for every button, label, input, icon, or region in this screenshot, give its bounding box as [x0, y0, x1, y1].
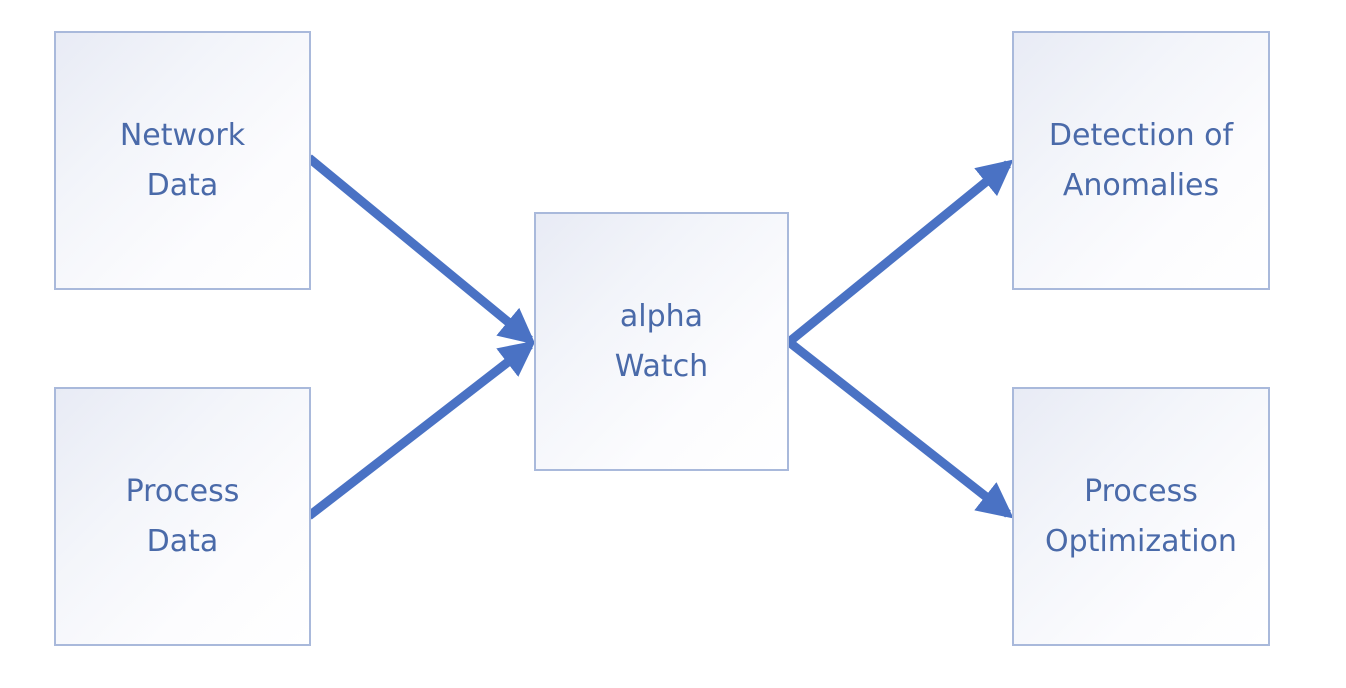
node-alpha-watch-label: alpha Watch — [614, 298, 709, 384]
node-process-optimization-label: Process Optimization — [1045, 473, 1237, 559]
node-alpha-watch: alpha Watch — [534, 212, 789, 471]
node-network-data-label: Network Data — [119, 117, 246, 203]
arrow-alpha-to-detection — [786, 159, 1014, 346]
arrow-alpha-to-optimization — [786, 338, 1014, 519]
node-process-data-label: Process Data — [125, 473, 240, 559]
node-detection-of-anomalies: Detection of Anomalies — [1012, 31, 1270, 290]
arrow-process-to-alpha — [306, 340, 536, 520]
node-process-optimization: Process Optimization — [1012, 387, 1270, 646]
node-detection-of-anomalies-label: Detection of Anomalies — [1048, 117, 1234, 203]
node-process-data: Process Data — [54, 387, 311, 646]
node-network-data: Network Data — [54, 31, 311, 290]
arrow-network-to-alpha — [306, 154, 536, 345]
